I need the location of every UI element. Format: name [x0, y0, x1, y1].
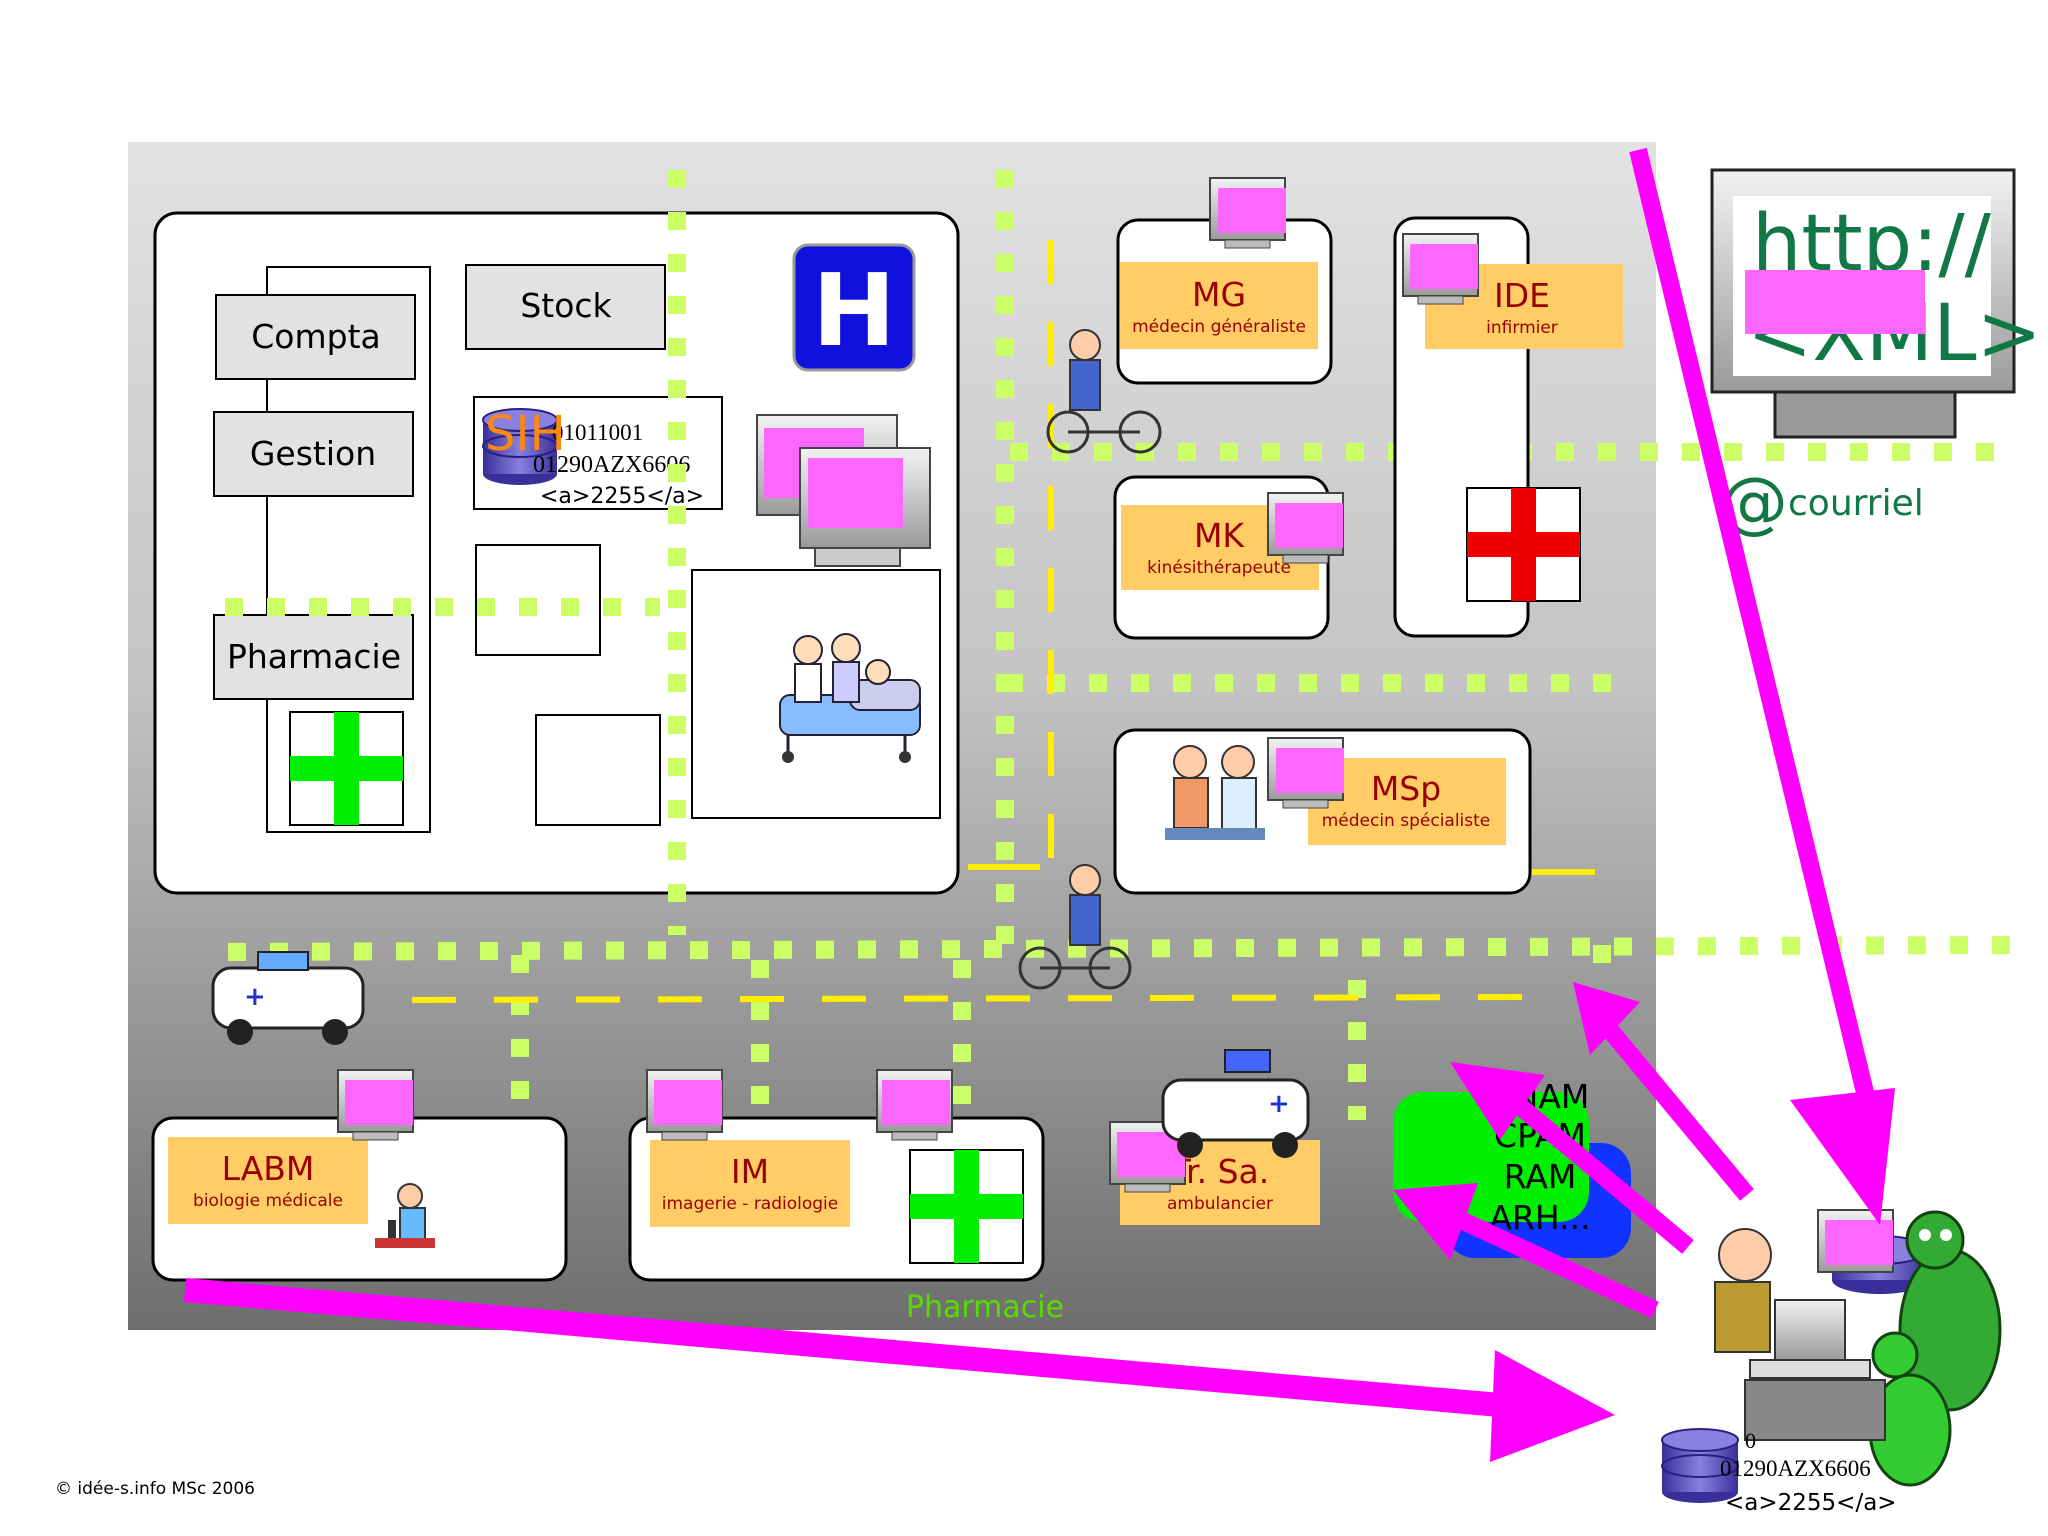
pharmacy-cross-icon	[289, 711, 404, 826]
mg-desc: médecin généraliste	[1132, 317, 1306, 337]
msp-code: MSp	[1371, 769, 1441, 808]
sih-label: SIH	[485, 406, 566, 462]
web-monitor: http:// <XML>	[1710, 168, 2042, 439]
arrow	[1629, 147, 1895, 1225]
stock-box: Stock	[465, 264, 666, 350]
mg-code: MG	[1192, 275, 1246, 314]
empty-room	[535, 714, 661, 826]
patient-bed-icon	[779, 633, 921, 763]
server-data-line: <a>2255</a>	[1725, 1490, 1897, 1516]
server-database-icon	[1661, 1428, 1739, 1503]
hacker-monsters-icon	[1868, 1210, 2002, 1487]
compta-label: Compta	[251, 317, 381, 356]
msp-office: MSp médecin spécialiste	[1113, 728, 1532, 895]
arrow	[1393, 1183, 1659, 1319]
labm-desc: biologie médicale	[193, 1191, 343, 1211]
operator-at-desk-icon	[1714, 1228, 1886, 1441]
caisse-label: RAM	[1504, 1157, 1577, 1196]
labm-code: LABM	[222, 1149, 315, 1188]
doctor-bicycle-icon	[1046, 329, 1162, 454]
sih-data-line: 01011001	[552, 420, 643, 445]
computer-monitor-icon	[1267, 737, 1344, 809]
server-station: 0 01290AZX6606 <a>2255</a>	[1661, 1209, 2002, 1516]
mk-code: MK	[1194, 516, 1245, 555]
server-data-line: 0	[1745, 1428, 1756, 1453]
red-cross-icon	[1466, 487, 1581, 602]
email-label: @ courriel	[1720, 463, 1924, 542]
computer-monitor-icon	[1817, 1209, 1894, 1273]
pharmacie-caption: Pharmacie	[906, 1290, 1064, 1325]
computer-monitor-icon	[876, 1069, 953, 1141]
microscope-lab-icon	[375, 1183, 435, 1248]
gestion-label: Gestion	[250, 434, 376, 473]
computer-monitor-icon	[1209, 177, 1286, 249]
msp-desc: médecin spécialiste	[1322, 811, 1491, 831]
ambulance-icon: +	[211, 951, 365, 1045]
im-office: IM imagerie - radiologie	[628, 1069, 1045, 1282]
mg-office: MG médecin généraliste	[1116, 177, 1333, 385]
sih-data-line: 01290AZX6606	[533, 452, 690, 478]
computer-monitor-icon	[337, 1069, 414, 1141]
computer-monitor-icon	[1267, 492, 1344, 564]
pharmacie-box: Pharmacie	[213, 614, 414, 700]
arrow	[183, 1278, 1615, 1462]
roads	[411, 240, 1595, 1003]
trsa-office: Tr. Sa. ambulancier	[1109, 1121, 1320, 1225]
copyright-text: © idée-s.info MSc 2006	[55, 1479, 255, 1499]
caisse-label: ARH...	[1489, 1198, 1590, 1237]
pharmacy-cross-icon	[909, 1149, 1024, 1264]
hospital-sign-icon: H	[792, 243, 916, 372]
doctor-consultation-icon	[1165, 745, 1265, 840]
im-desc: imagerie - radiologie	[662, 1194, 838, 1214]
svg-text:+: +	[1268, 1089, 1290, 1119]
trsa-desc: ambulancier	[1167, 1194, 1273, 1214]
screen-highlight	[1745, 270, 1925, 334]
sih-database: 01011001 01290AZX6606 <a>2255</a> SIH	[473, 396, 723, 510]
computer-monitor-icon	[646, 1069, 723, 1141]
ide-code: IDE	[1494, 276, 1550, 315]
email-text: courriel	[1788, 483, 1924, 524]
trsa-code: Tr. Sa.	[1170, 1152, 1269, 1191]
pharmacie-label: Pharmacie	[227, 637, 401, 676]
computer-monitor-icon	[1402, 233, 1479, 305]
ide-desc: infirmier	[1486, 318, 1558, 338]
empty-room	[475, 544, 601, 656]
hospital-building: Compta Gestion Stock Pharmacie	[153, 211, 960, 895]
server-data-line: 01290AZX6606	[1720, 1456, 1871, 1481]
sih-data-line: <a>2255</a>	[540, 484, 704, 509]
hospital-sign-letter: H	[812, 252, 896, 369]
labm-office: LABM biologie médicale	[151, 1069, 568, 1282]
gestion-box: Gestion	[213, 411, 414, 497]
im-code: IM	[731, 1152, 769, 1191]
ide-office: IDE infirmier	[1393, 216, 1623, 638]
doctor-bicycle-icon	[1018, 864, 1132, 990]
mk-desc: kinésithérapeute	[1147, 558, 1291, 578]
svg-text:+: +	[244, 982, 266, 1012]
data-flow-arrows	[183, 147, 1895, 1462]
arrow	[1573, 982, 1754, 1201]
computer-monitor-icon	[756, 414, 931, 567]
compta-box: Compta	[215, 294, 416, 380]
mk-office: MK kinésithérapeute	[1113, 475, 1344, 640]
ambulance-icon: +	[1161, 1049, 1310, 1158]
arrow	[1450, 1062, 1694, 1254]
stock-label: Stock	[520, 286, 612, 325]
